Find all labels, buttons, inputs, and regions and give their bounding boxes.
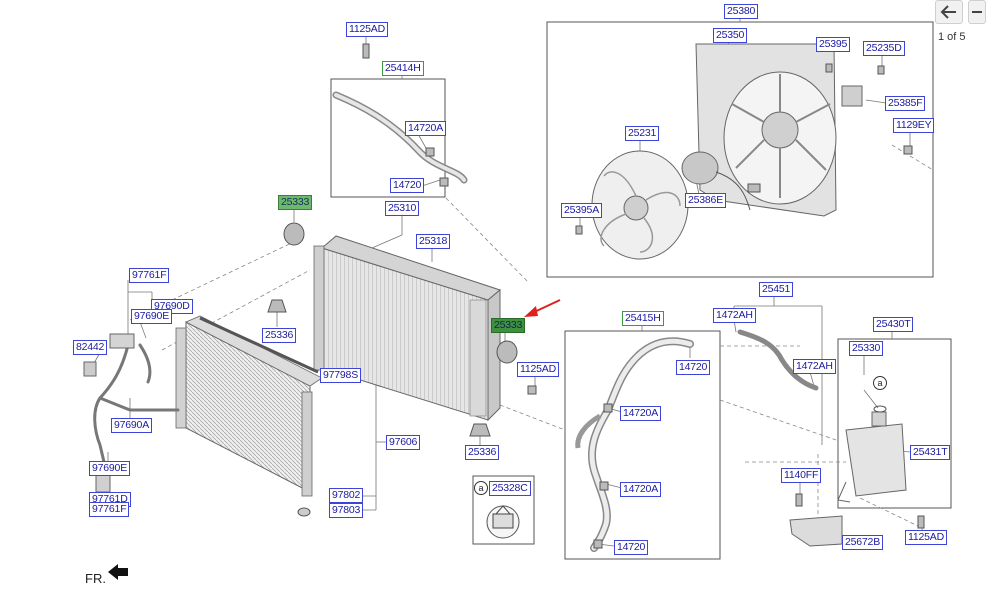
part-label-14720[interactable]: 14720 [390, 178, 425, 193]
part-label-1125AD[interactable]: 1125AD [517, 362, 559, 377]
part-label-25386E[interactable]: 25386E [685, 193, 727, 208]
part-label-1472AH[interactable]: 1472AH [713, 308, 756, 323]
page-indicator: 1 of 5 [938, 31, 966, 43]
part-label-25672B[interactable]: 25672B [842, 535, 884, 550]
part-label-25395[interactable]: 25395 [816, 37, 851, 52]
part-label-25333-selected[interactable]: 25333 [491, 318, 526, 333]
part-label-14720[interactable]: 14720 [676, 360, 711, 375]
part-label-25330[interactable]: 25330 [849, 341, 884, 356]
part-label-97690E[interactable]: 97690E [89, 461, 131, 476]
part-label-25235D[interactable]: 25235D [863, 41, 905, 56]
part-label-97798S[interactable]: 97798S [320, 368, 362, 383]
part-label-25430T[interactable]: 25430T [873, 317, 914, 332]
part-label-97802[interactable]: 97802 [329, 488, 364, 503]
overflow-hose-artwork [737, 329, 819, 391]
part-label-14720[interactable]: 14720 [614, 540, 649, 555]
box-reservoir [837, 338, 952, 509]
part-label-25414H[interactable]: 25414H [382, 61, 424, 76]
box-upper-hose [330, 78, 446, 198]
reservoir-artwork [837, 405, 907, 503]
part-label-97761F[interactable]: 97761F [129, 268, 170, 283]
back-button[interactable] [935, 0, 963, 24]
part-label-25451[interactable]: 25451 [759, 282, 794, 297]
part-label-1125AD[interactable]: 1125AD [346, 22, 388, 37]
front-arrow-icon [108, 564, 128, 580]
part-label-14720A[interactable]: 14720A [405, 121, 447, 136]
part-label-1129EY[interactable]: 1129EY [893, 118, 935, 133]
part-label-25310[interactable]: 25310 [385, 201, 420, 216]
part-label-25415H[interactable]: 25415H [622, 311, 664, 326]
part-label-97803[interactable]: 97803 [329, 503, 364, 518]
part-label-1472AH[interactable]: 1472AH [793, 359, 836, 374]
part-label-25385F[interactable]: 25385F [885, 96, 926, 111]
part-label-25336[interactable]: 25336 [262, 328, 297, 343]
part-label-25431T[interactable]: 25431T [910, 445, 951, 460]
part-label-97606[interactable]: 97606 [386, 435, 421, 450]
front-orientation-label: FR. [85, 571, 106, 586]
part-label-97690A[interactable]: 97690A [111, 418, 153, 433]
fan-blade-artwork [591, 150, 689, 260]
part-label-14720A[interactable]: 14720A [620, 482, 662, 497]
callout-a-note: a [474, 481, 488, 495]
part-label-25318[interactable]: 25318 [416, 234, 451, 249]
part-label-25350[interactable]: 25350 [713, 28, 748, 43]
box-cap-note [472, 475, 535, 545]
part-label-25333[interactable]: 25333 [278, 195, 313, 210]
callout-a-reservoir: a [873, 376, 887, 390]
forward-button[interactable] [968, 0, 986, 24]
part-label-25328C[interactable]: 25328C [489, 481, 531, 496]
part-label-25380[interactable]: 25380 [724, 4, 759, 19]
arrow-right-icon [972, 11, 982, 13]
part-label-25231[interactable]: 25231 [625, 126, 660, 141]
condenser-artwork [175, 315, 323, 497]
radiator-artwork [313, 235, 502, 422]
part-label-97690E[interactable]: 97690E [131, 309, 173, 324]
part-label-25336[interactable]: 25336 [465, 445, 500, 460]
fan-shroud-artwork [695, 43, 863, 217]
part-label-14720A[interactable]: 14720A [620, 406, 662, 421]
part-label-82442[interactable]: 82442 [73, 340, 108, 355]
pointer-arrow-icon [524, 306, 538, 317]
part-label-97761F[interactable]: 97761F [89, 502, 130, 517]
part-label-1140FF[interactable]: 1140FF [781, 468, 822, 483]
ac-pipes-artwork [93, 343, 180, 464]
part-label-25395A[interactable]: 25395A [561, 203, 603, 218]
box-lower-hose [564, 330, 721, 560]
arrow-left-icon [940, 5, 956, 19]
part-label-1125AD[interactable]: 1125AD [905, 530, 947, 545]
